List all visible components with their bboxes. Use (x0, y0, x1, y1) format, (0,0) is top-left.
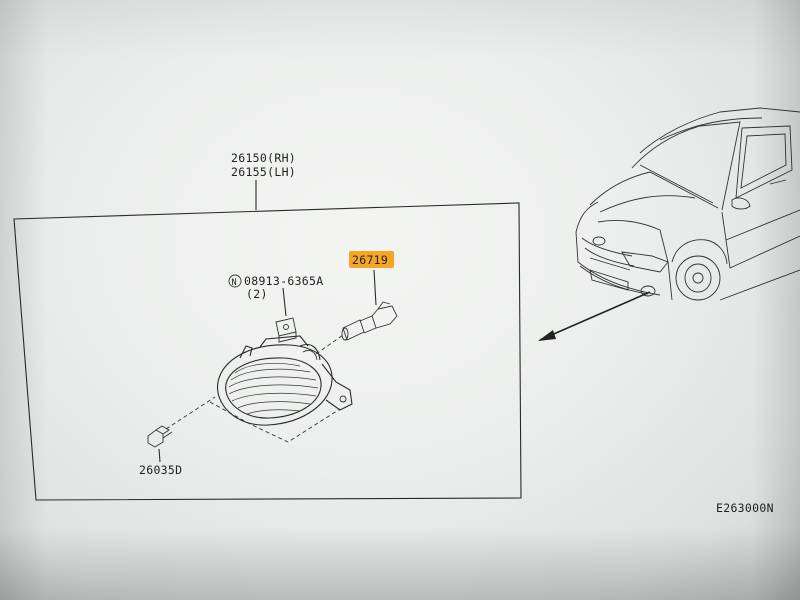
bolt-leader-line (158, 448, 161, 463)
car-illustration (575, 107, 800, 301)
bulb-icon (341, 301, 398, 341)
bulb-part-label[interactable]: 26719 (352, 253, 388, 267)
fog-lamp-housing (217, 335, 353, 426)
assembly-rh-label[interactable]: 26150(RH) (231, 151, 296, 165)
bulb-part-highlight (349, 251, 394, 268)
location-arrow-line (539, 291, 651, 341)
assembly-lh-label[interactable]: 26155(LH) (231, 165, 296, 179)
bolt-icon (147, 425, 173, 448)
bulb-leader-line (373, 269, 377, 306)
nut-part-label[interactable]: 08913-6365A (244, 274, 323, 288)
housing-alignment-dash (209, 401, 341, 443)
nut-circle-icon (228, 274, 242, 288)
figure-code-label: E263000N (716, 501, 774, 515)
nut-prefix: N (232, 278, 237, 288)
bolt-alignment-dash (165, 396, 216, 430)
bolt-part-label[interactable]: 26035D (139, 463, 182, 477)
assembly-frame (13, 202, 522, 501)
nut-leader-line (282, 287, 287, 317)
bulb-alignment-dash (315, 334, 344, 355)
location-arrow-head (538, 330, 556, 341)
nut-qty-label: (2) (246, 287, 268, 301)
clip-nut-icon (275, 317, 297, 343)
